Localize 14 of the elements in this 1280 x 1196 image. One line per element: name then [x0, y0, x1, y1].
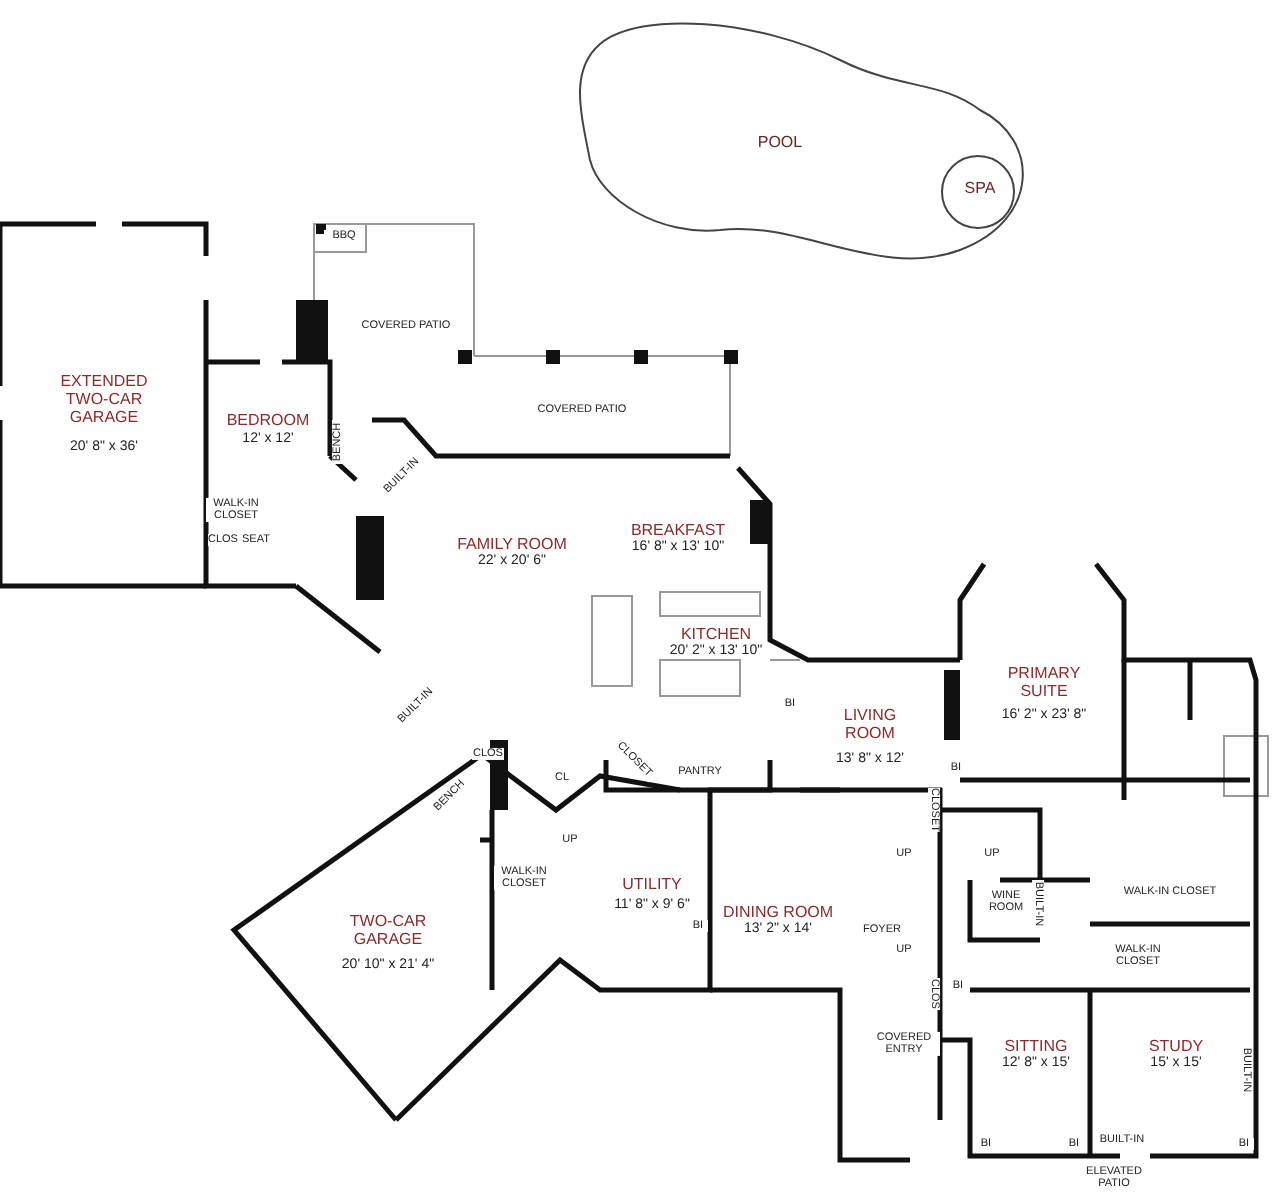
room-name: BEDROOM — [224, 413, 312, 431]
room-name: UTILITY — [620, 877, 684, 895]
room-name: EXTENDED TWO-CAR GARAGE — [58, 373, 150, 427]
room-name: STUDY — [1146, 1039, 1206, 1056]
area-label: POOL — [755, 135, 805, 153]
room-name: DINING ROOM — [720, 905, 836, 922]
room-name: FAMILY ROOM — [455, 537, 569, 554]
room-name: KITCHEN — [678, 627, 754, 644]
area-label: SPA — [962, 181, 998, 199]
room-name: LIVING ROOM — [841, 708, 899, 744]
room-name: SITTING — [1002, 1039, 1070, 1056]
room-name: BREAKFAST — [628, 523, 728, 540]
room-name: PRIMARY SUITE — [1005, 666, 1083, 702]
room-name: TWO-CAR GARAGE — [347, 914, 429, 950]
